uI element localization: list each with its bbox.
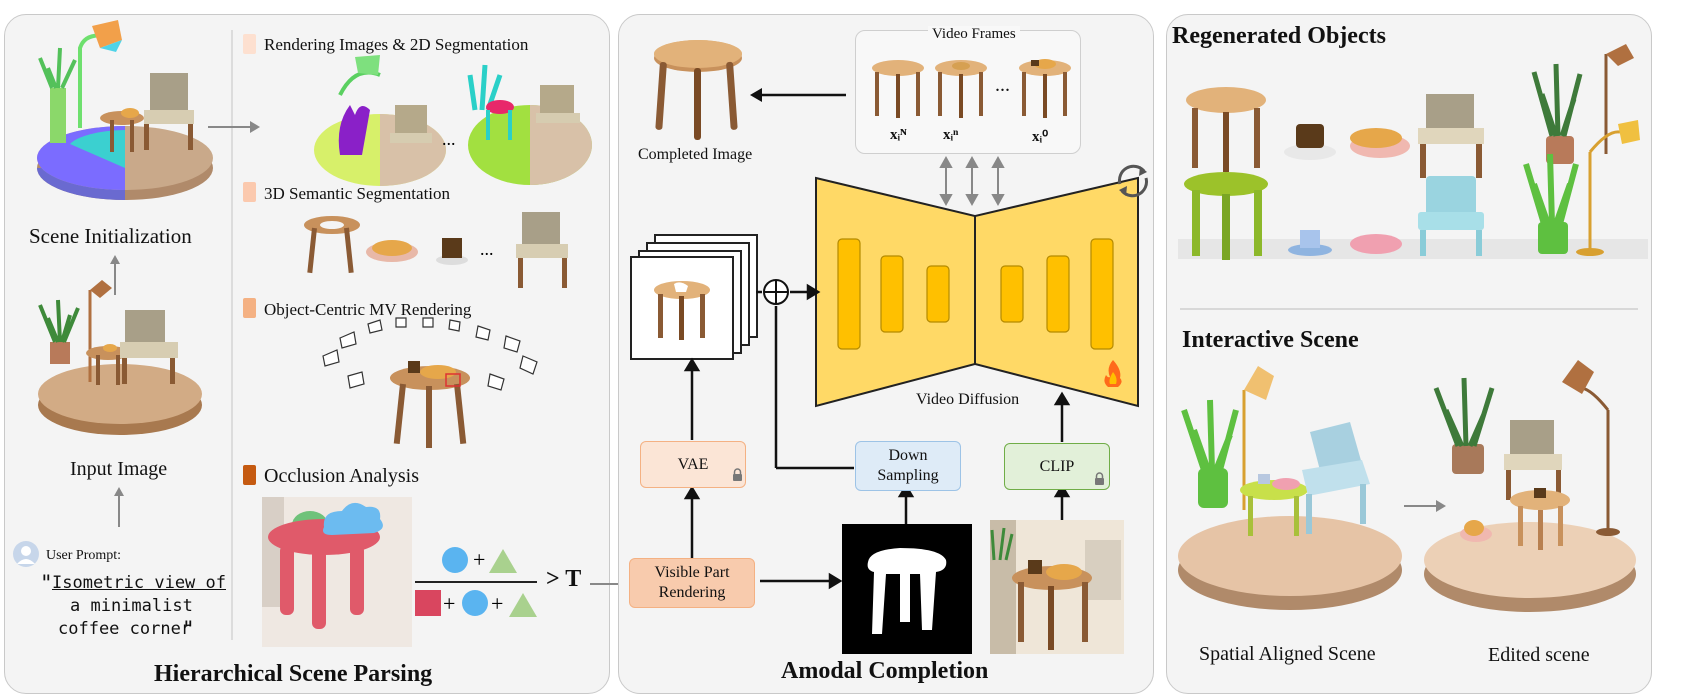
down-sampling-block: Down Sampling <box>855 441 961 491</box>
multiview-camera-ring <box>322 317 538 448</box>
video-frame-2 <box>935 60 987 118</box>
video-diffusion-label: Video Diffusion <box>916 391 1020 408</box>
frame-label-n: xᵢⁿ <box>943 127 959 143</box>
prompt-line-2: a minimalist <box>70 596 193 616</box>
video-diffusion-unet <box>815 176 1139 408</box>
regenerated-objects-title: Regenerated Objects <box>1172 23 1386 49</box>
rendering-segmentation-images: ... <box>314 55 592 186</box>
step-occlusion-analysis: Occlusion Analysis <box>264 465 419 487</box>
legend-square-1 <box>243 34 256 54</box>
down-sampling-label: Down Sampling <box>877 447 939 484</box>
left-panel-divider <box>231 30 233 640</box>
step-3d-semantic-seg: 3D Semantic Segmentation <box>264 184 451 203</box>
svg-text:+: + <box>491 591 503 616</box>
occlusion-analysis-image <box>262 497 412 647</box>
legend-square-3 <box>243 298 256 318</box>
visible-part-rendering-label: Visible Part Rendering <box>654 564 730 601</box>
svg-text:+: + <box>443 591 455 616</box>
spatial-aligned-scene-label: Spatial Aligned Scene <box>1199 643 1376 665</box>
prompt-line-3: coffee corner <box>58 619 192 639</box>
amodal-completion-title: Amodal Completion <box>781 658 989 684</box>
threshold-label: > T <box>546 566 582 592</box>
vae-block: VAE <box>640 441 746 488</box>
interactive-scene-title: Interactive Scene <box>1182 327 1359 353</box>
vae-lock-icon <box>733 468 742 481</box>
occlusion-formula: + + + <box>415 547 537 617</box>
svg-text:+: + <box>473 547 485 572</box>
input-image <box>38 280 202 435</box>
completed-image-label: Completed Image <box>638 146 753 163</box>
video-frames-ellipsis: ... <box>995 74 1010 96</box>
regenerated-objects-image <box>1178 44 1648 260</box>
legend-square-2 <box>243 182 256 202</box>
scene-crop-image <box>990 520 1124 654</box>
arrow-frames-to-completed <box>750 88 846 102</box>
arrow-up-scene-init <box>110 255 120 295</box>
scene-initialization-image <box>37 20 213 200</box>
completed-image <box>654 40 742 140</box>
prompt-open-quote: " <box>40 571 53 595</box>
user-prompt-label: User Prompt: <box>46 548 122 563</box>
step-mv-rendering: Object-Centric MV Rendering <box>264 300 472 319</box>
frame-label-N: xᵢᴺ <box>890 127 907 143</box>
step-rendering-2d-seg: Rendering Images & 2D Segmentation <box>264 35 529 54</box>
bidirectional-arrows <box>939 155 1005 207</box>
right-panel-divider <box>1180 308 1638 310</box>
visibility-mask-image <box>842 524 972 654</box>
vae-label: VAE <box>677 455 709 473</box>
semantic-segmentation-objects: ... <box>304 212 568 288</box>
fire-icon <box>1104 360 1122 387</box>
partial-table-image <box>654 281 710 340</box>
middle-connector-lines <box>683 283 1071 590</box>
legend-square-4 <box>243 465 256 485</box>
video-frame-3 <box>1019 59 1071 118</box>
prompt-close-quote: " <box>182 617 195 641</box>
frame-stack-front <box>630 256 734 360</box>
refresh-icon <box>1118 164 1148 198</box>
arrow-up-input <box>114 487 124 527</box>
video-frames-title: Video Frames <box>928 26 1020 43</box>
clip-label: CLIP <box>1039 457 1075 475</box>
clip-block: CLIP <box>1004 443 1110 490</box>
frame-label-0: xᵢ⁰ <box>1032 129 1049 145</box>
ellipsis-2: ... <box>480 239 494 259</box>
prompt-line-1: Isometric view of <box>52 573 226 593</box>
arrow-spatial-to-edited <box>1404 500 1446 512</box>
arrow-right-parsing <box>208 121 260 133</box>
scene-initialization-label: Scene Initialization <box>29 224 192 248</box>
input-image-label: Input Image <box>70 458 168 480</box>
clip-lock-icon <box>1095 472 1104 485</box>
visible-part-rendering-block: Visible Part Rendering <box>629 558 755 608</box>
ellipsis-1: ... <box>442 129 456 149</box>
edited-scene-label: Edited scene <box>1488 644 1590 666</box>
edited-scene-image <box>1424 360 1636 612</box>
concat-plus-icon <box>763 279 789 305</box>
mask-shape <box>867 548 947 634</box>
user-avatar-icon <box>13 541 39 567</box>
spatial-aligned-scene-image <box>1178 366 1402 610</box>
hierarchical-scene-parsing-title: Hierarchical Scene Parsing <box>154 661 433 687</box>
video-frame-1 <box>872 60 924 118</box>
